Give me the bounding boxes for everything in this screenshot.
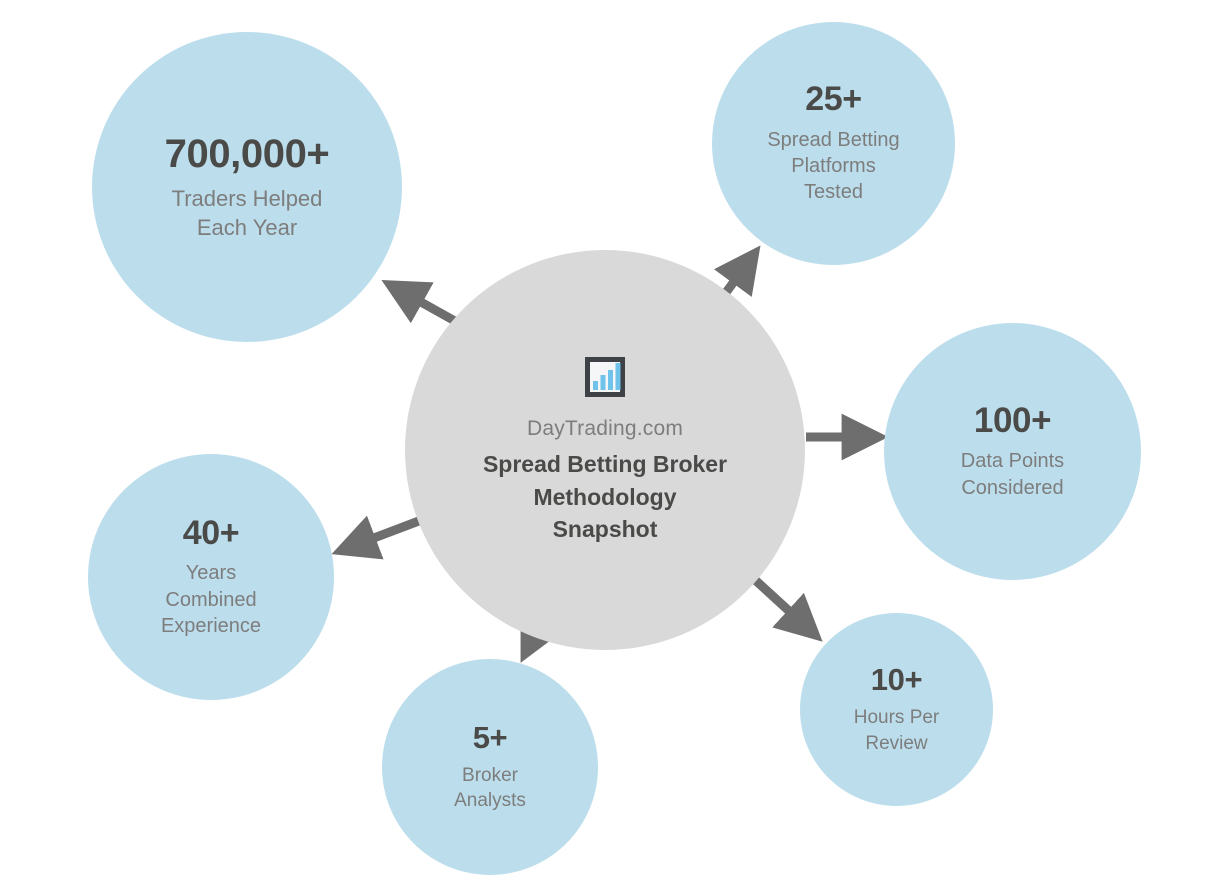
stat-value: 10+ [870,662,923,698]
stat-value: 40+ [182,513,240,552]
hub-brand: DayTrading.com [526,416,684,440]
arrow-to-hours-per-review [749,574,823,642]
stat-value: 700,000+ [164,131,330,176]
stat-value: 5+ [472,719,508,755]
stat-value: 25+ [805,80,862,119]
bar-chart-icon [585,356,625,397]
stat-value: 100+ [973,400,1052,440]
